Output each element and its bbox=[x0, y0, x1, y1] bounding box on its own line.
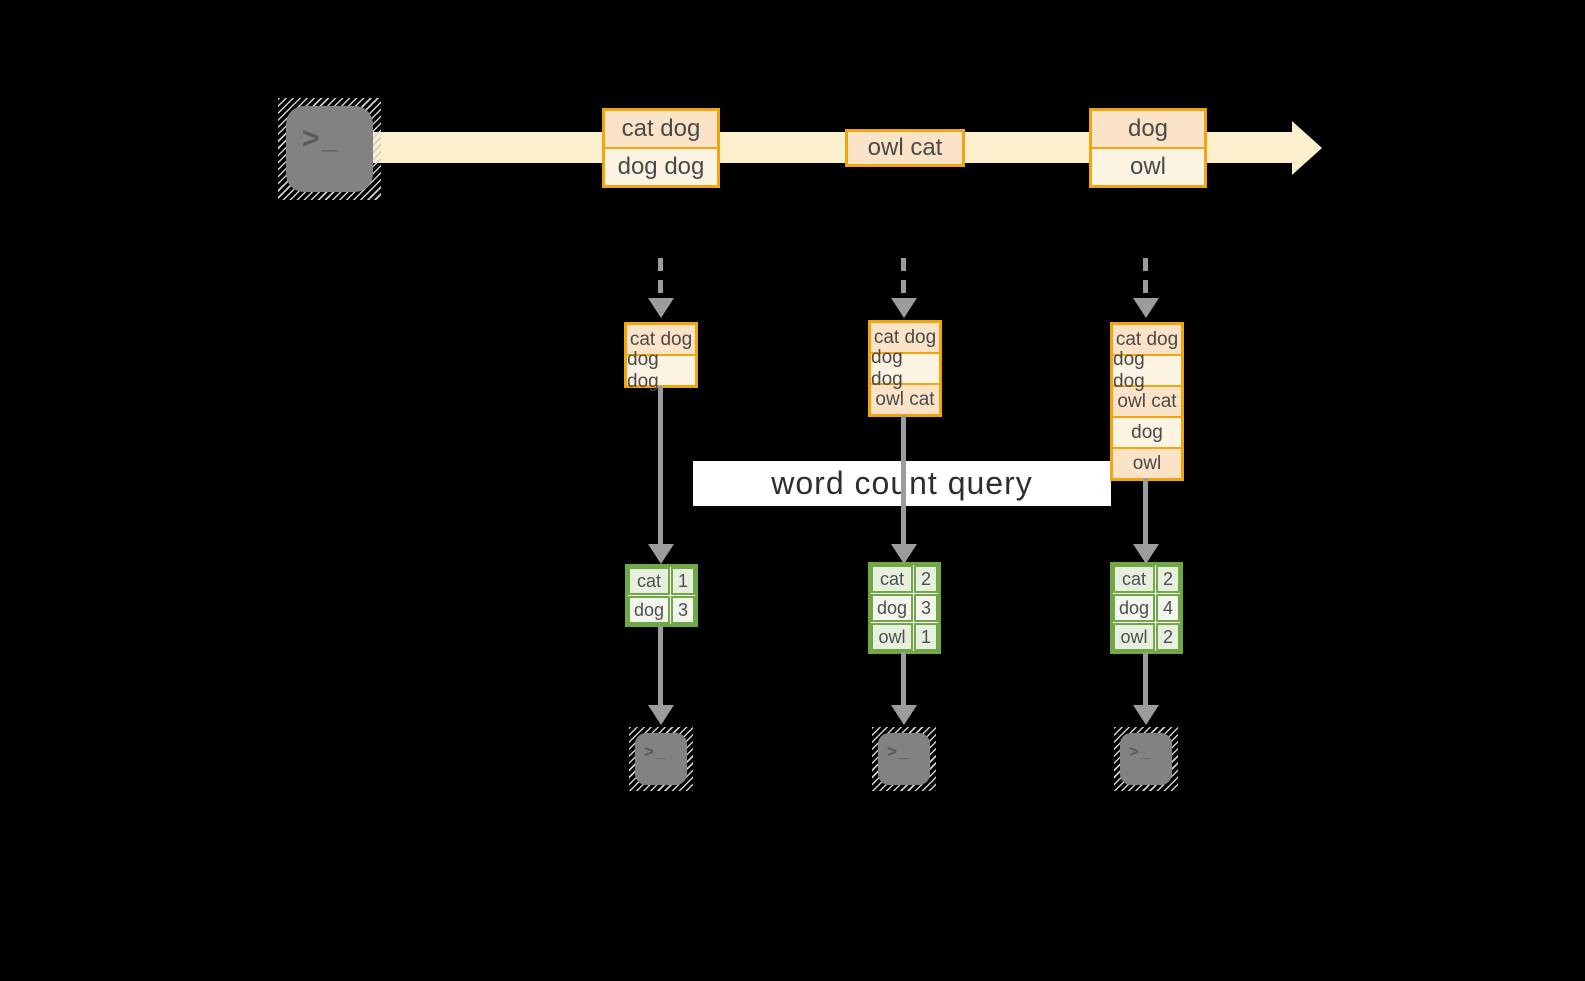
query-arrow-shaft-2 bbox=[901, 415, 906, 544]
buffer-record: dog dog bbox=[871, 347, 939, 390]
count-word-cell: cat bbox=[628, 567, 670, 595]
buffer-record: cat dog bbox=[871, 323, 939, 352]
terminal-prompt-icon: >_ bbox=[887, 742, 911, 761]
ingest-arrowhead-icon-1 bbox=[648, 298, 674, 318]
count-word-cell: cat bbox=[871, 565, 913, 593]
query-arrow-shaft-3 bbox=[1143, 478, 1148, 544]
terminal-screen: >_ bbox=[878, 733, 930, 785]
stream-event-box-2: owl cat bbox=[845, 129, 965, 167]
event-buffer-2: cat dog dog dog owl cat bbox=[868, 320, 942, 417]
terminal-prompt-icon: >_ bbox=[644, 742, 668, 761]
count-value-cell: 2 bbox=[914, 565, 938, 593]
output-arrow-shaft-2 bbox=[901, 652, 906, 705]
count-word-cell: dog bbox=[1113, 594, 1155, 622]
stream-event-box-1: cat dog dog dog bbox=[602, 108, 720, 188]
ingest-arrowhead-icon-2 bbox=[891, 298, 917, 318]
query-arrow-shaft-1 bbox=[658, 386, 663, 544]
stream-event-box-3: dog owl bbox=[1089, 108, 1207, 188]
query-arrowhead-icon-1 bbox=[648, 544, 674, 564]
count-value-cell: 3 bbox=[914, 594, 938, 622]
ingest-arrowhead-icon-3 bbox=[1133, 298, 1159, 318]
terminal-screen: >_ bbox=[1120, 733, 1172, 785]
terminal-prompt-icon: >_ bbox=[1129, 742, 1153, 761]
output-arrow-shaft-1 bbox=[658, 626, 663, 705]
terminal-screen: >_ bbox=[286, 106, 373, 192]
count-word-cell: cat bbox=[1113, 565, 1155, 593]
count-table-1: cat 1 dog 3 bbox=[625, 564, 698, 627]
event-record: cat dog bbox=[605, 111, 717, 147]
count-word-cell: owl bbox=[871, 623, 913, 651]
count-word-cell: dog bbox=[628, 596, 670, 624]
event-record: owl cat bbox=[848, 132, 962, 164]
buffer-record: dog dog bbox=[627, 349, 695, 392]
buffer-record: owl cat bbox=[1113, 385, 1181, 416]
count-value-cell: 2 bbox=[1156, 565, 1180, 593]
count-value-cell: 1 bbox=[671, 567, 695, 595]
query-arrowhead-icon-3 bbox=[1133, 544, 1159, 564]
ingest-arrow-shaft-1 bbox=[658, 258, 663, 298]
buffer-record: owl cat bbox=[871, 383, 939, 414]
consumer-terminal-icon-3: >_ bbox=[1114, 727, 1178, 791]
count-table-3: cat 2 dog 4 owl 2 bbox=[1110, 562, 1183, 654]
ingest-arrow-shaft-3 bbox=[1143, 258, 1148, 298]
count-table-2: cat 2 dog 3 owl 1 bbox=[868, 562, 941, 654]
count-value-cell: 1 bbox=[914, 623, 938, 651]
count-value-cell: 2 bbox=[1156, 623, 1180, 651]
event-record: dog bbox=[1092, 111, 1204, 147]
buffer-record: cat dog bbox=[627, 325, 695, 354]
output-arrow-shaft-3 bbox=[1143, 652, 1148, 705]
buffer-record: dog bbox=[1113, 416, 1181, 447]
count-value-cell: 4 bbox=[1156, 594, 1180, 622]
buffer-record: owl bbox=[1113, 447, 1181, 478]
count-value-cell: 3 bbox=[671, 596, 695, 624]
event-stream-arrowhead-icon bbox=[1292, 121, 1322, 175]
event-record: dog dog bbox=[605, 147, 717, 185]
count-word-cell: owl bbox=[1113, 623, 1155, 651]
terminal-prompt-icon: >_ bbox=[302, 122, 341, 155]
buffer-record: cat dog bbox=[1113, 325, 1181, 354]
query-arrowhead-icon-2 bbox=[891, 544, 917, 564]
consumer-terminal-icon-1: >_ bbox=[629, 727, 693, 791]
ingest-arrow-shaft-2 bbox=[901, 258, 906, 298]
output-arrowhead-icon-3 bbox=[1133, 705, 1159, 725]
event-record: owl bbox=[1092, 147, 1204, 185]
event-buffer-3: cat dog dog dog owl cat dog owl bbox=[1110, 322, 1184, 481]
buffer-record: dog dog bbox=[1113, 349, 1181, 392]
source-terminal-icon: >_ bbox=[278, 98, 381, 200]
count-word-cell: dog bbox=[871, 594, 913, 622]
event-buffer-1: cat dog dog dog bbox=[624, 322, 698, 392]
terminal-screen: >_ bbox=[635, 733, 687, 785]
consumer-terminal-icon-2: >_ bbox=[872, 727, 936, 791]
output-arrowhead-icon-1 bbox=[648, 705, 674, 725]
output-arrowhead-icon-2 bbox=[891, 705, 917, 725]
